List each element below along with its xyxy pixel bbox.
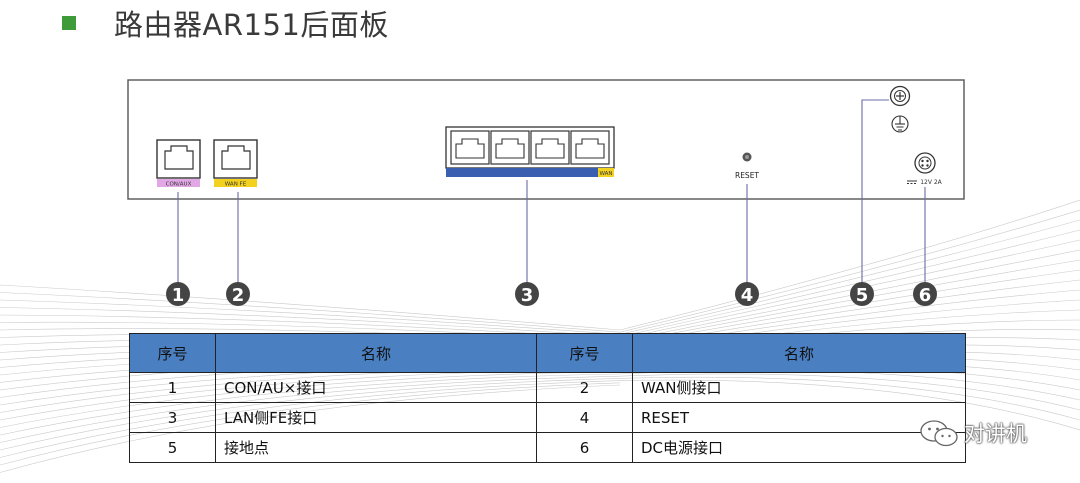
table-cell: CON/AU×接口 (215, 372, 537, 403)
decorative-line (0, 314, 621, 340)
ground-symbol-icon (891, 115, 909, 133)
callout-number-2: 2 (232, 285, 245, 306)
ground-point (889, 85, 911, 107)
table-row: 3 LAN侧FE接口 4 RESET (129, 402, 966, 433)
table-cell: 4 (536, 402, 633, 433)
con-aux-label: CON/AUX (166, 182, 192, 188)
page-title: 路由器AR151后面板 (114, 8, 389, 42)
decorative-line (0, 299, 621, 335)
decorative-line (0, 292, 621, 333)
spec-table: 序号 名称 序号 名称 1 CON/AU×接口 2 WAN侧接口 3 LAN侧F… (129, 333, 966, 463)
bullet-square-icon (62, 16, 76, 30)
watermark: 对讲机 (918, 418, 1027, 448)
header-cell-no-1: 序号 (129, 333, 216, 373)
callout-number-1: 1 (172, 285, 185, 306)
table-cell: 1 (129, 372, 216, 403)
lan-port (490, 130, 530, 165)
callout-circle-6 (913, 282, 937, 306)
table-cell: 2 (536, 372, 633, 403)
header-cell-no-2: 序号 (536, 333, 633, 373)
callout-number-6: 6 (919, 285, 932, 306)
callout-number-4: 4 (741, 285, 754, 306)
reset-button: RESET (735, 152, 759, 180)
table-row: 5 接地点 6 DC电源接口 (129, 432, 966, 463)
lan-port (450, 130, 490, 165)
dc-power-port: 12V 2A (907, 152, 943, 186)
table-header-row: 序号 名称 序号 名称 (129, 333, 966, 373)
table-cell: 6 (536, 432, 633, 463)
header-cell-name-2: 名称 (632, 333, 966, 373)
lan-strip (446, 168, 600, 177)
wechat-icon (920, 420, 958, 447)
con-aux-tag (157, 179, 200, 187)
lan-port-jack (495, 138, 525, 159)
title-bar: 路由器AR151后面板 (62, 2, 389, 44)
wan-fe-port: WAN FE (213, 139, 258, 188)
decorative-line (619, 199, 1080, 331)
lan-port (530, 130, 570, 165)
decorative-line (619, 229, 1080, 337)
callout-circle-5 (850, 282, 874, 306)
table-cell: RESET (632, 402, 966, 433)
callout-circle-3 (515, 282, 539, 306)
power-label: 12V 2A (920, 179, 942, 186)
lan-port-jack (535, 138, 565, 159)
decorative-line (619, 269, 1080, 346)
callout-circle-2 (226, 282, 250, 306)
con-aux-port: CON/AUX (156, 139, 201, 188)
callout-markers: 1 2 3 4 5 6 (166, 282, 937, 306)
lan-wan-tag: WAN (599, 171, 612, 177)
decorative-line (619, 209, 1080, 333)
table-cell: WAN侧接口 (632, 372, 966, 403)
watermark-text: 对讲机 (964, 422, 1027, 446)
lan-fe-port-block: FE1FE2FE3FE4 WAN (445, 126, 615, 177)
callout-circle-1 (166, 282, 190, 306)
reset-label: RESET (735, 171, 759, 180)
lan-port-jack (575, 138, 605, 159)
decorative-line (619, 239, 1080, 340)
table-cell: LAN侧FE接口 (215, 402, 537, 433)
lan-wan-tag-bg (598, 168, 614, 177)
callout-number-5: 5 (856, 285, 869, 306)
header-cell-name-1: 名称 (215, 333, 537, 373)
table-row: 1 CON/AU×接口 2 WAN侧接口 (129, 372, 966, 403)
leader-lines (177, 99, 926, 283)
decorative-line (619, 259, 1080, 344)
lan-port-jack (455, 138, 485, 159)
decorative-line (0, 284, 621, 331)
table-cell: DC电源接口 (632, 432, 966, 463)
decorative-line (0, 307, 621, 337)
decorative-line (619, 219, 1080, 335)
table-cell: 3 (129, 402, 216, 433)
callout-number-3: 3 (521, 285, 534, 306)
callout-circle-4 (735, 282, 759, 306)
decorative-line (619, 249, 1080, 342)
wan-fe-label: WAN FE (225, 182, 247, 188)
table-cell: 5 (129, 432, 216, 463)
lan-port (570, 130, 610, 165)
table-cell: 接地点 (215, 432, 537, 463)
wan-fe-tag (214, 179, 257, 187)
